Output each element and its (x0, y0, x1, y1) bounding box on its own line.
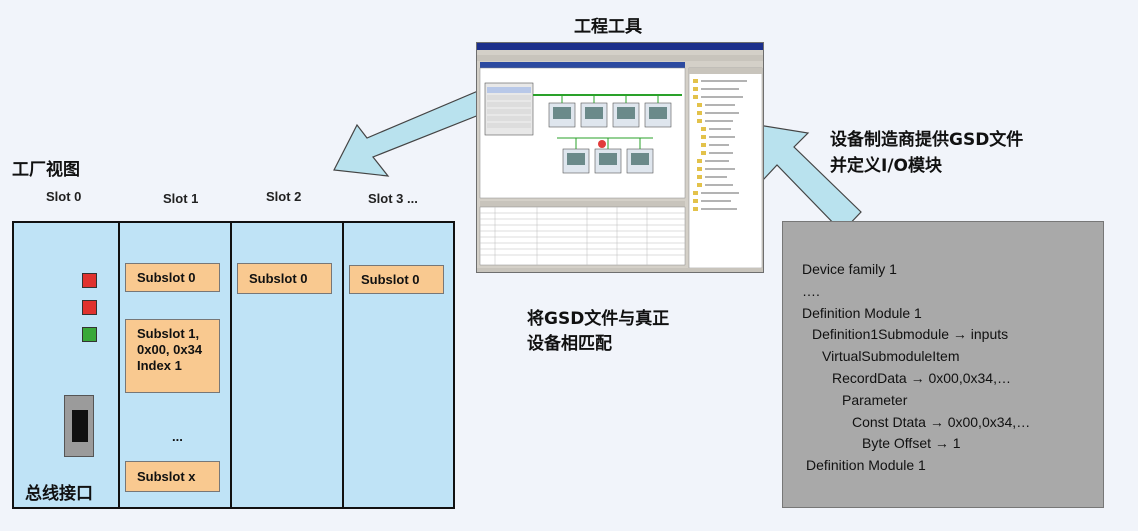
gsd-line-submodule: Definition1Submodule → inputs (812, 326, 1009, 342)
slot-3-subslot-0: Subslot 0 (349, 265, 444, 294)
subslot-1-line-1: Subslot 1, (137, 326, 200, 341)
tool-window-thumbnail (477, 43, 763, 272)
slot-0-header: Slot 0 (46, 189, 82, 204)
match-caption-line-2: 设备相匹配 (527, 334, 612, 354)
gsd-line-byte-offset: Byte Offset → 1 (862, 435, 961, 451)
gsd-line-device-family: Device family 1 (802, 261, 897, 277)
gsd-line-definition-module-end: Definition Module 1 (806, 457, 926, 473)
bus-interface-label: 总线接口 (25, 484, 93, 504)
slot-1-subslot-1: Subslot 1, 0x00, 0x34 Index 1 (125, 319, 220, 393)
plant-view-rack: 总线接口 Subslot 0 Subslot 1, 0x00, 0x34 Ind… (12, 221, 455, 509)
engineering-tool-screenshot (476, 42, 764, 273)
connector-port (72, 410, 88, 442)
status-led-red-1 (82, 273, 97, 288)
slot-divider (342, 223, 344, 507)
slot-1-subslot-x: Subslot x (125, 461, 220, 492)
subslot-1-line-3: Index 1 (137, 358, 182, 373)
gsd-line-definition-module: Definition Module 1 (802, 305, 922, 321)
slot-divider (118, 223, 120, 507)
gsd-line-const-data: Const Dtata → 0x00,0x34,… (852, 414, 1031, 430)
engineering-tool-title: 工程工具 (574, 17, 642, 37)
bus-connector (64, 395, 94, 457)
plant-view-title: 工厂视图 (12, 160, 80, 180)
slot-2-header: Slot 2 (266, 189, 302, 204)
status-led-green (82, 327, 97, 342)
vendor-caption-line-1: 设备制造商提供GSD文件 (830, 130, 1024, 150)
subslot-ellipsis: ... (172, 429, 183, 444)
gsd-file-content: Device family 1 …. Definition Module 1 D… (782, 221, 1104, 508)
slot-2-subslot-0: Subslot 0 (237, 263, 332, 294)
vendor-caption-line-2: 并定义I/O模块 (830, 156, 942, 176)
slot-1-header: Slot 1 (163, 191, 199, 206)
slot-3-header: Slot 3 ... (368, 191, 418, 206)
arrow-to-plant-view (333, 90, 490, 177)
slot-1-subslot-0: Subslot 0 (125, 263, 220, 292)
gsd-line-ellipsis: …. (802, 283, 820, 299)
status-led-red-2 (82, 300, 97, 315)
match-caption-line-1: 将GSD文件与真正 (527, 309, 670, 329)
slot-divider (230, 223, 232, 507)
arrow-to-engineering-tool (751, 123, 862, 233)
gsd-line-record-data: RecordData → 0x00,0x34,… (832, 370, 1011, 386)
subslot-1-line-2: 0x00, 0x34 (137, 342, 203, 357)
gsd-line-virtual-submodule-item: VirtualSubmoduleItem (822, 348, 960, 364)
gsd-line-parameter: Parameter (842, 392, 908, 408)
